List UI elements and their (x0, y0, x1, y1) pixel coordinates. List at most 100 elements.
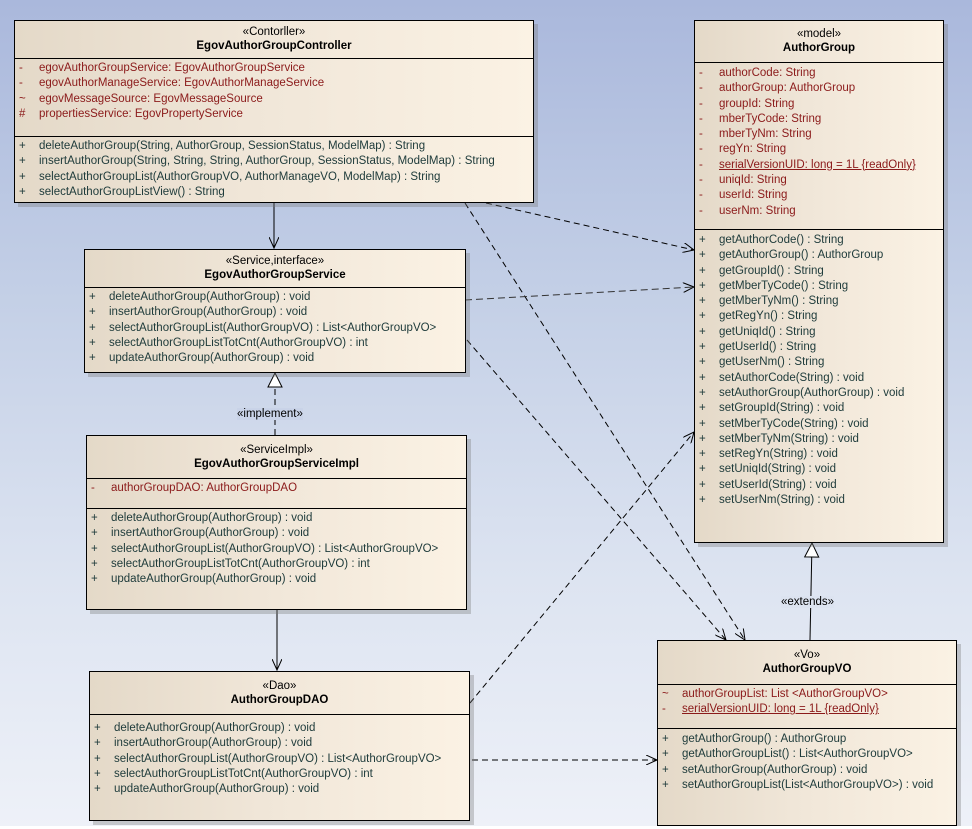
attribute-row[interactable]: -egovAuthorManageService: EgovAuthorMana… (15, 76, 533, 91)
class-author-group-vo[interactable]: «Vo» AuthorGroupVO ~authorGroupList: Lis… (657, 640, 957, 826)
operation-row[interactable]: +getUserId() : String (695, 340, 943, 355)
attribute-row[interactable]: -mberTyNm: String (695, 127, 943, 142)
attribute-row[interactable]: -mberTyCode: String (695, 112, 943, 127)
operation-text: insertAuthorGroup(AuthorGroup) : void (111, 527, 310, 540)
operation-text: deleteAuthorGroup(AuthorGroup) : void (111, 512, 313, 524)
operation-row[interactable]: +getRegYn() : String (695, 309, 943, 324)
operation-row[interactable]: +setUserNm(String) : void (695, 493, 943, 508)
operation-text: getAuthorGroup() : AuthorGroup (682, 733, 847, 745)
class-name: EgovAuthorGroupService (204, 269, 346, 281)
operation-row[interactable]: + selectAuthorGroupListTotCnt(AuthorGroup… (87, 557, 466, 572)
dependency-dao-model (469, 432, 694, 704)
operation-text: setAuthorCode(String) : void (719, 371, 865, 384)
operation-row[interactable]: +setGroupId(String) : void (695, 401, 943, 416)
class-name: AuthorGroup (782, 42, 856, 54)
operation-row[interactable]: +getUniqId() : String (695, 325, 943, 340)
operation-row[interactable]: +selectAuthorGroupList(AuthorGroupVO) : … (90, 752, 469, 767)
attribute-text: egovAuthorManageService: EgovAuthorManag… (39, 77, 325, 90)
class-egov-author-group-service[interactable]: «Service,interface» EgovAuthorGroupServi… (84, 249, 466, 373)
operation-text: selectAuthorGroupListView() : String (39, 185, 225, 198)
attribute-row[interactable]: -uniqId: String (695, 173, 943, 188)
operation-text: updateAuthorGroup(AuthorGroup) : void (109, 352, 315, 365)
operation-row[interactable]: + selectAuthorGroupList(AuthorGroupVO, Au… (15, 170, 533, 185)
operation-row[interactable]: +setAuthorGroupList(List<AuthorGroupVO>)… (658, 778, 956, 793)
canvas-edge (0, 826, 972, 829)
attribute-text: userNm: String (719, 204, 796, 217)
attribute-row[interactable]: -regYn: String (695, 142, 943, 157)
operation-row[interactable]: +deleteAuthorGroup(AuthorGroup) : void (85, 290, 465, 305)
dependency-controller-model (485, 202, 694, 250)
operation-text: getUserNm() : String (719, 356, 825, 369)
operation-row[interactable]: +getAuthorGroupList() : List<AuthorGroup… (658, 747, 956, 762)
visibility-marker: - (699, 82, 703, 95)
stereotype: «Dao» (262, 680, 297, 692)
operation-row[interactable]: +insertAuthorGroup(AuthorGroup) : void (90, 736, 469, 751)
operation-row[interactable]: +setAuthorGroup(AuthorGroup) : void (695, 386, 943, 401)
class-egov-author-group-service-impl[interactable]: «ServiceImpl» EgovAuthorGroupServiceImpl… (86, 435, 467, 610)
operation-row[interactable]: +getUserNm() : String (695, 355, 943, 370)
operation-row[interactable]: +selectAuthorGroupListTotCnt(AuthorGroup… (85, 336, 465, 351)
visibility-marker: - (699, 158, 703, 171)
attribute-row[interactable]: -userId: String (695, 188, 943, 203)
class-egov-author-group-controller[interactable]: «Contorller» EgovAuthorGroupController -… (14, 20, 534, 203)
operation-row[interactable]: +selectAuthorGroupListView() : String (15, 185, 533, 200)
operation-row[interactable]: + selectAuthorGroupList(AuthorGroupVO) : … (85, 321, 465, 336)
class-author-group-dao[interactable]: «Dao» AuthorGroupDAO +deleteAuthorGroup(… (89, 671, 470, 821)
operation-row[interactable]: +deleteAuthorGroup(AuthorGroup) : void (87, 511, 466, 526)
attribute-row[interactable]: -authorGroup: AuthorGroup (695, 81, 943, 96)
visibility-marker: + (699, 432, 706, 445)
operation-text: selectAuthorGroupList(AuthorGroupVO, Aut… (39, 170, 441, 183)
operation-row[interactable]: +getMberTyCode() : String (695, 279, 943, 294)
operation-row[interactable]: +getAuthorGroup() : AuthorGroup (658, 732, 956, 747)
visibility-marker: + (699, 341, 706, 354)
operation-row[interactable]: +getGroupId() : String (695, 264, 943, 279)
attribute-row[interactable]: -egovAuthorGroupService: EgovAuthorGroup… (15, 61, 533, 76)
visibility-marker: - (662, 703, 666, 716)
operation-row[interactable]: +updateAuthorGroup(AuthorGroup) : void (90, 782, 469, 797)
class-author-group[interactable]: «model» AuthorGroup -authorCode: String-… (694, 20, 944, 543)
operation-row[interactable]: +insertAuthorGroup(AuthorGroup) : void (85, 305, 465, 320)
visibility-marker: + (89, 336, 96, 349)
operation-row[interactable]: +insertAuthorGroup(AuthorGroup) : void (87, 526, 466, 541)
operation-row[interactable]: +getMberTyNm() : String (695, 294, 943, 309)
attribute-row[interactable]: -userNm: String (695, 204, 943, 219)
operation-text: getMberTyCode() : String (719, 279, 849, 292)
attribute-row[interactable]: -serialVersionUID: long = 1L {readOnly} (658, 702, 956, 717)
operation-row[interactable]: +insertAuthorGroup(String, String, Strin… (15, 154, 533, 169)
operation-row[interactable]: +setMberTyCode(String) : void (695, 417, 943, 432)
visibility-marker: + (19, 170, 26, 183)
operation-row[interactable]: +setUniqId(String) : void (695, 462, 943, 477)
operation-row[interactable]: +setRegYn(String) : void (695, 447, 943, 462)
operation-row[interactable]: +getAuthorGroup() : AuthorGroup (695, 248, 943, 263)
operation-row[interactable]: +deleteAuthorGroup(String, AuthorGroup, … (15, 139, 533, 154)
attribute-row[interactable]: -authorCode: String (695, 66, 943, 81)
operation-text: selectAuthorGroupList(AuthorGroupVO) : L… (109, 321, 437, 334)
visibility-marker: + (699, 325, 706, 338)
operation-row[interactable]: +selectAuthorGroupList(AuthorGroupVO) : … (87, 542, 466, 557)
attribute-row[interactable]: -groupId: String (695, 97, 943, 112)
visibility-marker: + (91, 557, 98, 570)
visibility-marker: + (89, 321, 96, 334)
operation-row[interactable]: +setAuthorGroup(AuthorGroup) : void (658, 763, 956, 778)
attribute-row[interactable]: -authorGroupDAO: AuthorGroupDAO (87, 481, 466, 496)
attribute-row[interactable]: ~egovMessageSource: EgovMessageSource (15, 92, 533, 107)
visibility-marker: - (699, 189, 703, 202)
operation-row[interactable]: +deleteAuthorGroup(AuthorGroup) : void (90, 721, 469, 736)
attribute-row[interactable]: -serialVersionUID: long = 1L {readOnly} (695, 158, 943, 173)
operation-row[interactable]: + updateAuthorGroup(AuthorGroup) : void (85, 351, 465, 366)
operation-row[interactable]: +updateAuthorGroup(AuthorGroup) : void (87, 572, 466, 587)
operation-row[interactable]: +selectAuthorGroupListTotCnt(AuthorGroup… (90, 767, 469, 782)
operation-row[interactable]: +setAuthorCode(String) : void (695, 371, 943, 386)
operation-text: selectAuthorGroupListTotCnt(AuthorGroupV… (111, 557, 370, 570)
operation-row[interactable]: +getAuthorCode() : String (695, 233, 943, 248)
operation-row[interactable]: +setMberTyNm(String) : void (695, 432, 943, 447)
class-header: «Service,interface» EgovAuthorGroupServi… (85, 250, 465, 288)
visibility-marker: + (89, 352, 96, 365)
visibility-marker: + (699, 478, 706, 491)
attribute-row[interactable]: ~authorGroupList: List <AuthorGroupVO> (658, 687, 956, 702)
visibility-marker: - (699, 67, 703, 79)
visibility-marker: + (89, 306, 96, 319)
attribute-row[interactable]: #propertiesService: EgovPropertyService (15, 107, 533, 122)
operation-row[interactable]: +setUserId(String) : void (695, 478, 943, 493)
